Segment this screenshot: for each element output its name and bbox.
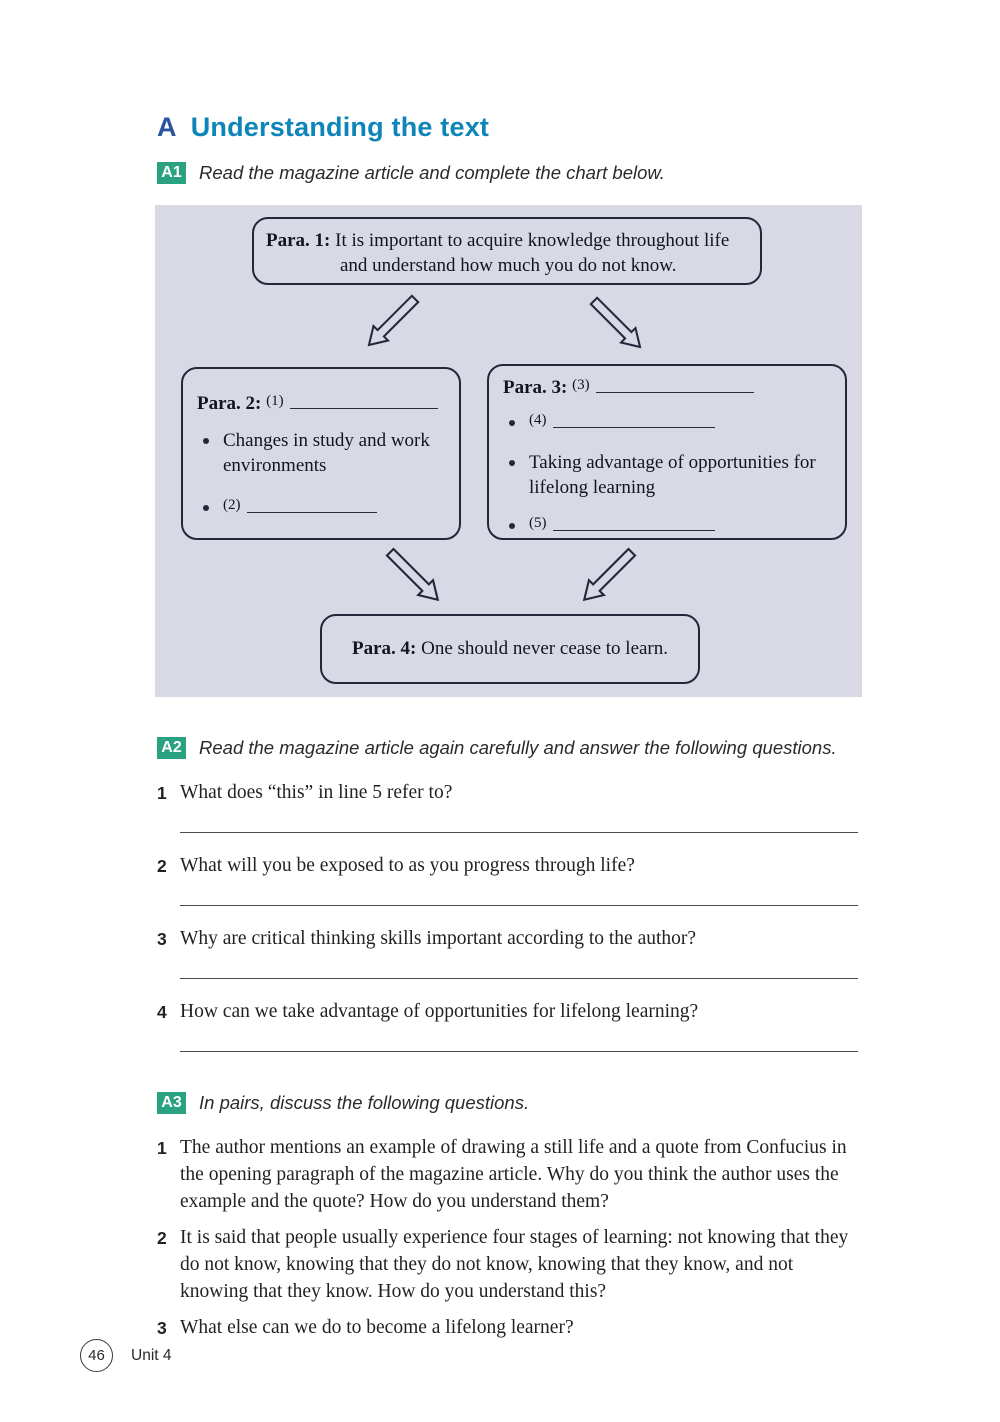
fill-in-blank-1[interactable] (289, 395, 438, 409)
question-number: 4 (157, 1002, 167, 1022)
question-number: 2 (157, 1228, 167, 1248)
question-number: 1 (157, 783, 167, 803)
a2-question-1: 1 What does “this” in line 5 refer to? (157, 779, 862, 807)
para2-label: Para. 2: (197, 393, 262, 414)
fill-in-blank-3[interactable] (595, 379, 754, 393)
task-a3-instruction: In pairs, discuss the following question… (199, 1092, 530, 1113)
arrow-down-right-icon (385, 547, 440, 602)
section-title-text: Understanding the text (190, 112, 490, 142)
question-number: 3 (157, 929, 167, 949)
task-a1-header: A1 Read the magazine article and complet… (157, 162, 862, 184)
para1-text: It is important to acquire knowledge thr… (335, 230, 730, 276)
para4-label: Para. 4: (351, 638, 417, 659)
para3-blank-ref: (3) (572, 377, 590, 393)
question-text: What does “this” in line 5 refer to? (180, 782, 453, 803)
section-letter: A (157, 112, 177, 142)
para4-text: One should never cease to learn. (421, 638, 669, 659)
fill-in-blank-2[interactable] (246, 499, 377, 513)
a2-question-3: 3 Why are critical thinking skills impor… (157, 925, 862, 953)
paragraph-flowchart-panel: Para. 1: It is important to acquire know… (155, 205, 862, 697)
bullet-dot-icon (509, 420, 515, 426)
task-a2-badge: A2 (157, 737, 186, 759)
answer-line-4[interactable] (180, 1051, 858, 1052)
question-text: It is said that people usually experienc… (180, 1227, 849, 1302)
task-a1-badge: A1 (157, 162, 186, 184)
para4-box: Para. 4: One should never cease to learn… (320, 614, 700, 684)
fill-in-blank-4[interactable] (552, 414, 715, 428)
page-title: A Understanding the text (157, 112, 862, 142)
para3-label: Para. 3: (503, 377, 568, 398)
arrow-down-right-icon (589, 296, 642, 349)
answer-line-1[interactable] (180, 832, 858, 833)
page-footer: 46 Unit 4 (80, 1339, 172, 1372)
question-text: Why are critical thinking skills importa… (180, 928, 697, 949)
a2-question-2: 2 What will you be exposed to as you pro… (157, 852, 862, 880)
para2-blank-ref: (1) (266, 393, 284, 409)
answer-line-2[interactable] (180, 905, 858, 906)
question-number: 1 (157, 1138, 167, 1158)
para3-bullet-2: Taking advantage of opportunities for li… (503, 450, 833, 500)
answer-line-3[interactable] (180, 978, 858, 979)
para3-bullet-1: (4) (503, 410, 833, 437)
para3-bullet1-ref: (4) (529, 412, 547, 428)
fill-in-blank-5[interactable] (552, 517, 715, 531)
a2-question-4: 4 How can we take advantage of opportuni… (157, 998, 862, 1026)
a3-question-2: 2 It is said that people usually experie… (157, 1224, 862, 1305)
para1-box: Para. 1: It is important to acquire know… (252, 217, 762, 285)
task-a3-header: A3 In pairs, discuss the following quest… (157, 1092, 862, 1114)
bullet-dot-icon (203, 438, 209, 444)
question-text: What else can we do to become a lifelong… (180, 1317, 574, 1338)
unit-label: Unit 4 (131, 1346, 172, 1364)
para3-box: Para. 3: (3) (4) Taking advantage of opp… (487, 364, 847, 540)
page-number-badge: 46 (80, 1339, 113, 1372)
para3-bullet-3: (5) (503, 513, 833, 540)
question-number: 3 (157, 1318, 167, 1338)
para2-bullet-2: (2) (197, 495, 447, 522)
page-content: A Understanding the text A1 Read the maga… (155, 112, 862, 1351)
arrow-down-left-icon (582, 547, 637, 602)
para2-box: Para. 2: (1) Changes in study and work e… (181, 367, 461, 540)
question-text: What will you be exposed to as you progr… (180, 855, 635, 876)
a3-question-1: 1 The author mentions an example of draw… (157, 1134, 862, 1215)
para3-bullet2-text: Taking advantage of opportunities for li… (529, 452, 816, 498)
task-a1-instruction: Read the magazine article and complete t… (199, 162, 665, 183)
bullet-dot-icon (203, 505, 209, 511)
para2-bullet2-ref: (2) (223, 497, 241, 513)
bullet-dot-icon (509, 460, 515, 466)
para1-label: Para. 1: (266, 230, 331, 251)
question-text: The author mentions an example of drawin… (180, 1137, 847, 1212)
arrow-down-left-icon (367, 294, 420, 347)
para2-bullet-1: Changes in study and work environments (197, 428, 447, 478)
question-text: How can we take advantage of opportuniti… (180, 1001, 699, 1022)
question-number: 2 (157, 856, 167, 876)
para2-bullet1-text: Changes in study and work environments (223, 430, 430, 476)
bullet-dot-icon (509, 523, 515, 529)
task-a3-badge: A3 (157, 1092, 186, 1114)
a3-question-3: 3 What else can we do to become a lifelo… (157, 1314, 862, 1342)
task-a2-instruction: Read the magazine article again carefull… (199, 737, 837, 758)
para3-bullet3-ref: (5) (529, 515, 547, 531)
task-a2-header: A2 Read the magazine article again caref… (157, 737, 862, 759)
